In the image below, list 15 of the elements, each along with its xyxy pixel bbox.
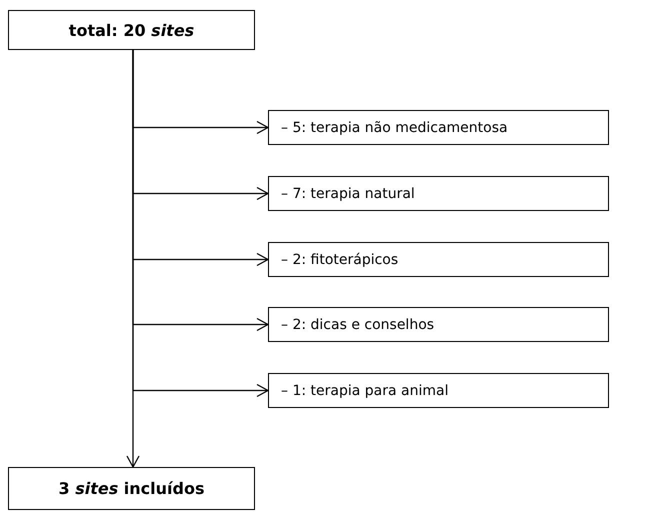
box-text: – 1: terapia para animal xyxy=(281,382,448,398)
category-box xyxy=(268,242,609,277)
category-box xyxy=(268,110,609,145)
category-box xyxy=(268,176,609,211)
box-text: total: 20 sites xyxy=(68,20,194,40)
box-text: – 5: terapia não medicamentosa xyxy=(281,120,508,136)
box-text: – 2: dicas e conselhos xyxy=(281,316,434,332)
category-box xyxy=(268,373,609,408)
summary-box xyxy=(8,10,255,50)
box-text: – 7: terapia natural xyxy=(281,186,415,202)
category-box xyxy=(268,307,609,342)
box-text: 3 sites incluídos xyxy=(58,479,204,498)
box-text: – 2: fitoterápicos xyxy=(281,252,398,268)
summary-box xyxy=(8,467,255,510)
arrow xyxy=(126,50,140,468)
